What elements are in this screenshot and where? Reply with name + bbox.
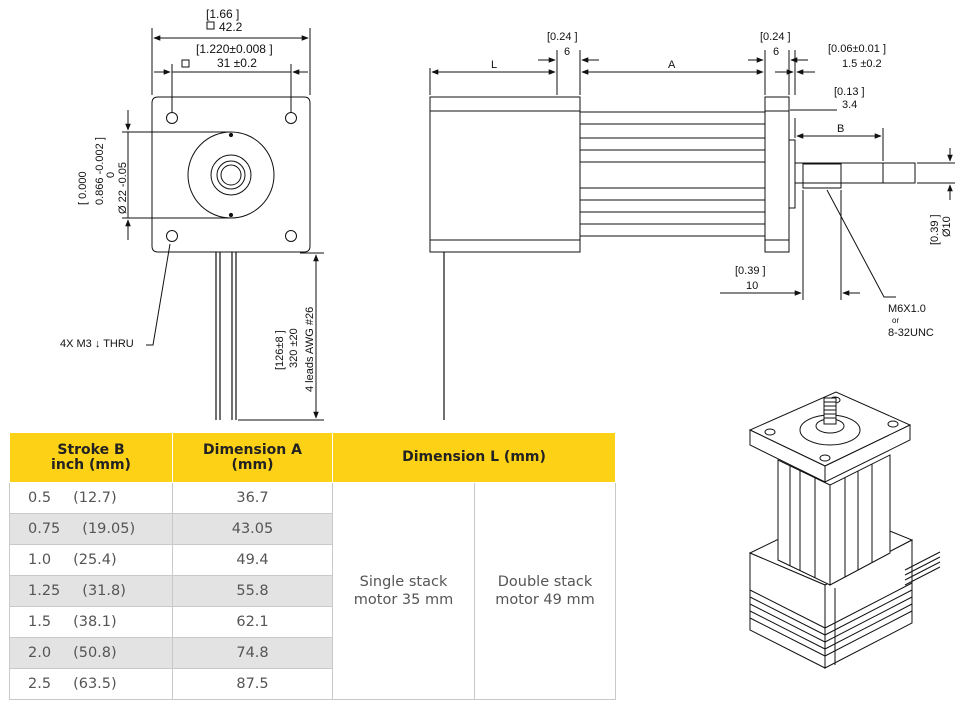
hole-spacing-mm: 31 ±0.2: [217, 56, 257, 70]
dimension-a-cell: 74.8: [172, 637, 333, 669]
shaft-dia-inch: [0.39 ]: [929, 214, 941, 245]
stroke-mm: (31.8): [82, 583, 126, 599]
hole-spacing-inch: [1.220±0.008 ]: [196, 42, 273, 56]
tie-rods: [580, 111, 765, 237]
flange-left-mm: 6: [564, 46, 570, 58]
stroke-inch: 0.75: [28, 521, 61, 537]
stroke-cell: 1.25 (31.8): [9, 575, 173, 607]
tip-inch: [0.06±0.01 ]: [828, 43, 886, 55]
stroke-mm: (12.7): [73, 490, 117, 506]
step-mm: 3.4: [842, 99, 857, 111]
tip-mm: 1.5 ±0.2: [842, 58, 882, 70]
dimension-a-cell: 87.5: [172, 668, 333, 700]
nut-mm: 10: [746, 280, 758, 292]
stack-lines: [749, 582, 913, 657]
stroke-inch: 2.5: [28, 676, 52, 692]
dim-A: A: [668, 59, 676, 71]
header-dimension-l: Dimension L (mm): [332, 432, 616, 483]
stroke-inch: 2.0: [28, 645, 52, 661]
motor-body: [429, 96, 581, 253]
shaft-nut: [802, 163, 842, 189]
stroke-mm: (25.4): [73, 552, 117, 568]
stroke-mm: (63.5): [73, 676, 117, 692]
front-view: [122, 21, 324, 421]
stroke-mm: (50.8): [73, 645, 117, 661]
dim-B: B: [837, 123, 844, 135]
front-body-outline: [151, 96, 311, 253]
end-flange: [764, 96, 790, 253]
header-stroke-b: Stroke B inch (mm): [9, 432, 173, 483]
lead-wires: [215, 252, 237, 420]
pilot-dia-inch: 0.866 -0.002 ]: [94, 137, 106, 205]
header-dima-line2: (mm): [231, 456, 274, 473]
double-stack-cell: Double stack motor 49 mm: [474, 482, 616, 700]
mount-hole-callout: 4X M3 ↓ THRU: [60, 338, 134, 350]
single-stack-line2: motor 35 mm: [353, 592, 454, 608]
thread-spec-or: or: [892, 316, 899, 325]
stroke-cell: 1.0 (25.4): [9, 544, 173, 576]
pilot-tol-mm: 0: [105, 172, 117, 178]
stroke-cell: 1.5 (38.1): [9, 606, 173, 638]
shaft-dia-mm: Ø10: [941, 216, 953, 237]
stroke-mm: (19.05): [82, 521, 136, 537]
body-width-mm: 42.2: [219, 20, 243, 34]
thread-spec-2: 8-32UNC: [888, 327, 934, 339]
shaft-outer: [216, 160, 246, 190]
double-stack-line2: motor 49 mm: [495, 592, 595, 608]
shaft-inner: [220, 164, 242, 186]
side-view: [429, 50, 955, 420]
dimension-a-cell: 43.05: [172, 513, 333, 545]
header-stroke-line1: Stroke B: [57, 441, 125, 458]
table-row: 0.5(12.7) 36.7 Single stack motor 35 mm …: [9, 482, 616, 700]
mount-hole: [285, 112, 297, 124]
isometric-motor-view: [748, 391, 941, 669]
dimension-table: Stroke B inch (mm) Dimension A (mm) Dime…: [9, 432, 616, 700]
single-stack-line1: Single stack: [359, 574, 448, 590]
lead-spec: 4 leads AWG #26: [304, 307, 316, 392]
header-stroke-line2: inch (mm): [51, 456, 131, 473]
table-row: 0.75 (19.05) 43.05: [9, 513, 616, 545]
pilot-circle: [187, 131, 275, 219]
flange-right-inch: [0.24 ]: [760, 31, 791, 43]
stroke-cell: 0.75 (19.05): [9, 513, 173, 545]
dimension-a-cell: 55.8: [172, 575, 333, 607]
dimension-a-cell: 49.4: [172, 544, 333, 576]
dimension-a-cell: 36.7: [172, 482, 333, 514]
stroke-cell: 0.5 (12.7): [9, 482, 173, 514]
flange-left-inch: [0.24 ]: [547, 31, 578, 43]
step-inch: [0.13 ]: [834, 86, 865, 98]
table-row: 2.5 (63.5) 87.5: [9, 668, 616, 700]
table-row: 1.0 (25.4) 49.4: [9, 544, 616, 576]
dimension-a-cell: 62.1: [172, 606, 333, 638]
stroke-cell: 2.0 (50.8): [9, 637, 173, 669]
lead-length-inch: [126±8 ]: [274, 330, 286, 370]
single-stack-cell: Single stack motor 35 mm: [332, 482, 475, 700]
stroke-cell: 2.5 (63.5): [9, 668, 173, 700]
pilot-tol-inch: [ 0.000: [77, 171, 89, 205]
stroke-inch: 0.5: [28, 490, 52, 506]
flange-right-mm: 6: [773, 46, 779, 58]
stroke-inch: 1.5: [28, 614, 52, 630]
dim-L: L: [491, 59, 497, 71]
header-dimension-a: Dimension A (mm): [172, 432, 333, 483]
pilot-dia-mm: Ø 22 -0.05: [117, 162, 129, 214]
body-width-inch: [1.66 ]: [206, 7, 239, 21]
table-row: 1.5 (38.1) 62.1: [9, 606, 616, 638]
mount-hole: [166, 112, 178, 124]
double-stack-line1: Double stack: [497, 574, 593, 590]
stroke-inch: 1.0: [28, 552, 52, 568]
mount-hole: [166, 230, 178, 242]
lead-length-mm: 320 ±20: [288, 328, 300, 368]
shaft-tip: [882, 162, 916, 184]
nut-inch: [0.39 ]: [735, 265, 766, 277]
thread-spec-1: M6X1.0: [888, 303, 926, 315]
header-dima-line1: Dimension A: [203, 441, 302, 458]
stroke-mm: (38.1): [73, 614, 117, 630]
lead-screw-shaft: [794, 162, 884, 184]
pilot-inner-ring: [210, 154, 252, 196]
mount-hole: [285, 230, 297, 242]
table-row: 2.0 (50.8) 74.8: [9, 637, 616, 669]
stroke-inch: 1.25: [28, 583, 61, 599]
